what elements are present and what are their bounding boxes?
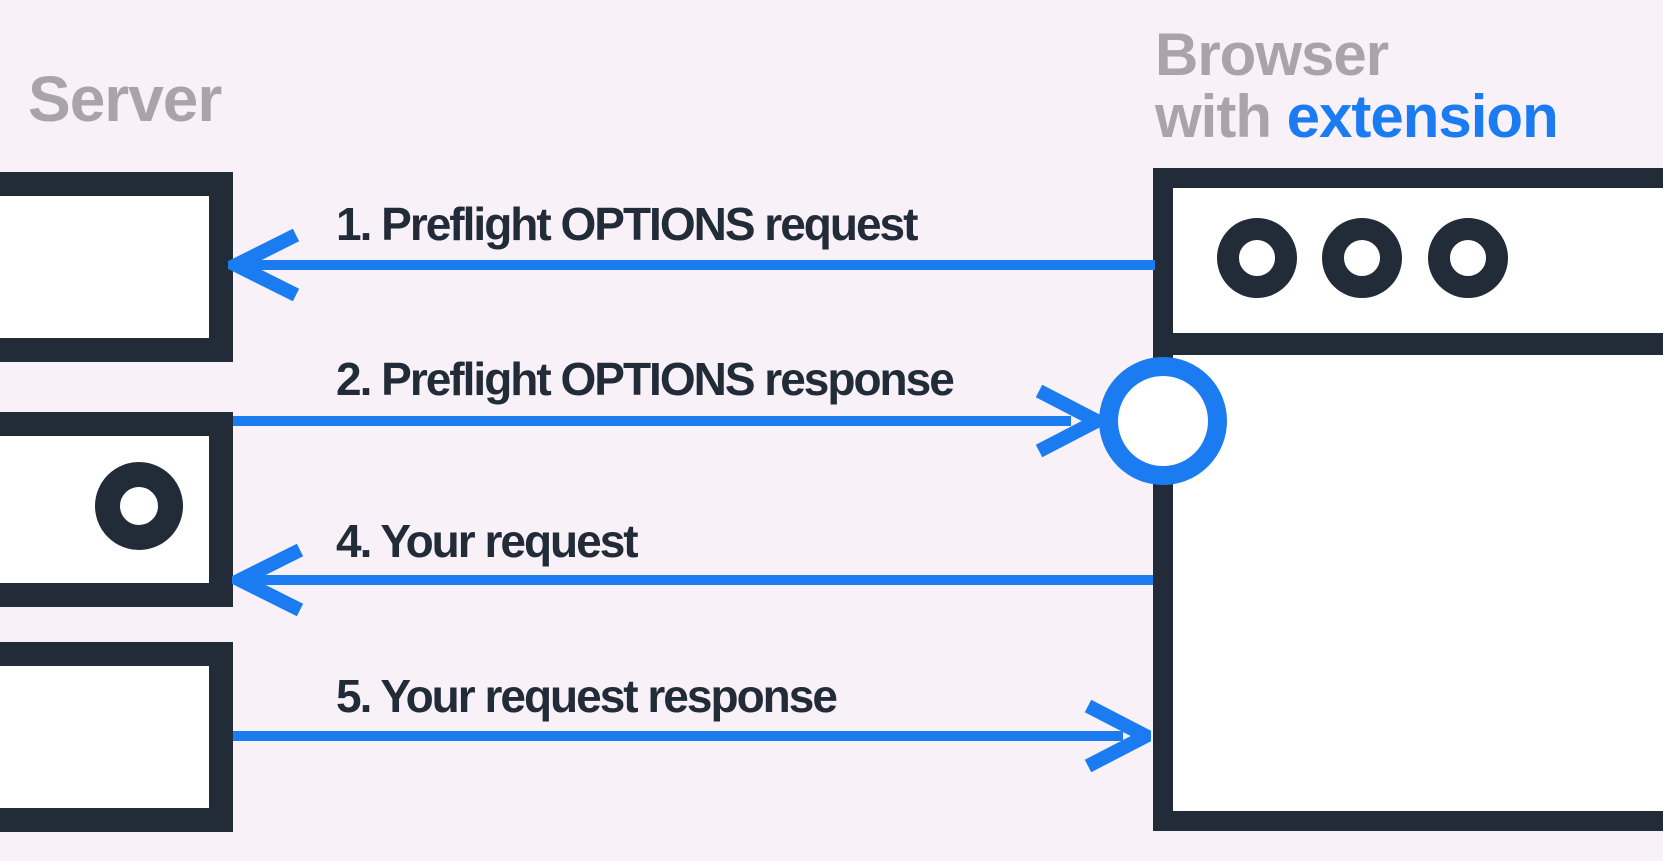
step1-label: 1. Preflight OPTIONS request xyxy=(336,198,918,250)
arrow-step5-right xyxy=(233,699,1151,773)
step2-label: 2. Preflight OPTIONS response xyxy=(336,353,955,405)
server-unit-bottom xyxy=(0,642,233,832)
step4-label: 4. Your request xyxy=(336,515,639,567)
server-unit-top xyxy=(0,172,233,362)
browser-button-icon xyxy=(1428,218,1508,298)
browser-titlebar-divider xyxy=(1173,333,1663,355)
browser-window xyxy=(1153,168,1663,831)
browser-heading: Browser with extension xyxy=(1155,21,1559,151)
browser-button-icon xyxy=(1322,218,1402,298)
server-power-indicator-icon xyxy=(95,462,183,550)
step5-label: 5. Your request response xyxy=(336,670,838,722)
arrow-step1-left xyxy=(228,229,1155,302)
browser-button-icon xyxy=(1217,218,1297,298)
arrow-step2-right xyxy=(233,384,1103,458)
browser-heading-line2-prefix: with xyxy=(1155,83,1287,151)
server-unit-middle xyxy=(0,412,233,607)
browser-titlebar xyxy=(1173,188,1663,333)
browser-viewport xyxy=(1173,355,1663,811)
arrow-step4-left xyxy=(232,543,1153,617)
browser-heading-extension-word: extension xyxy=(1286,83,1559,151)
extension-icon xyxy=(1099,357,1227,485)
browser-heading-line1: Browser xyxy=(1155,21,1389,88)
server-heading: Server xyxy=(28,63,222,135)
